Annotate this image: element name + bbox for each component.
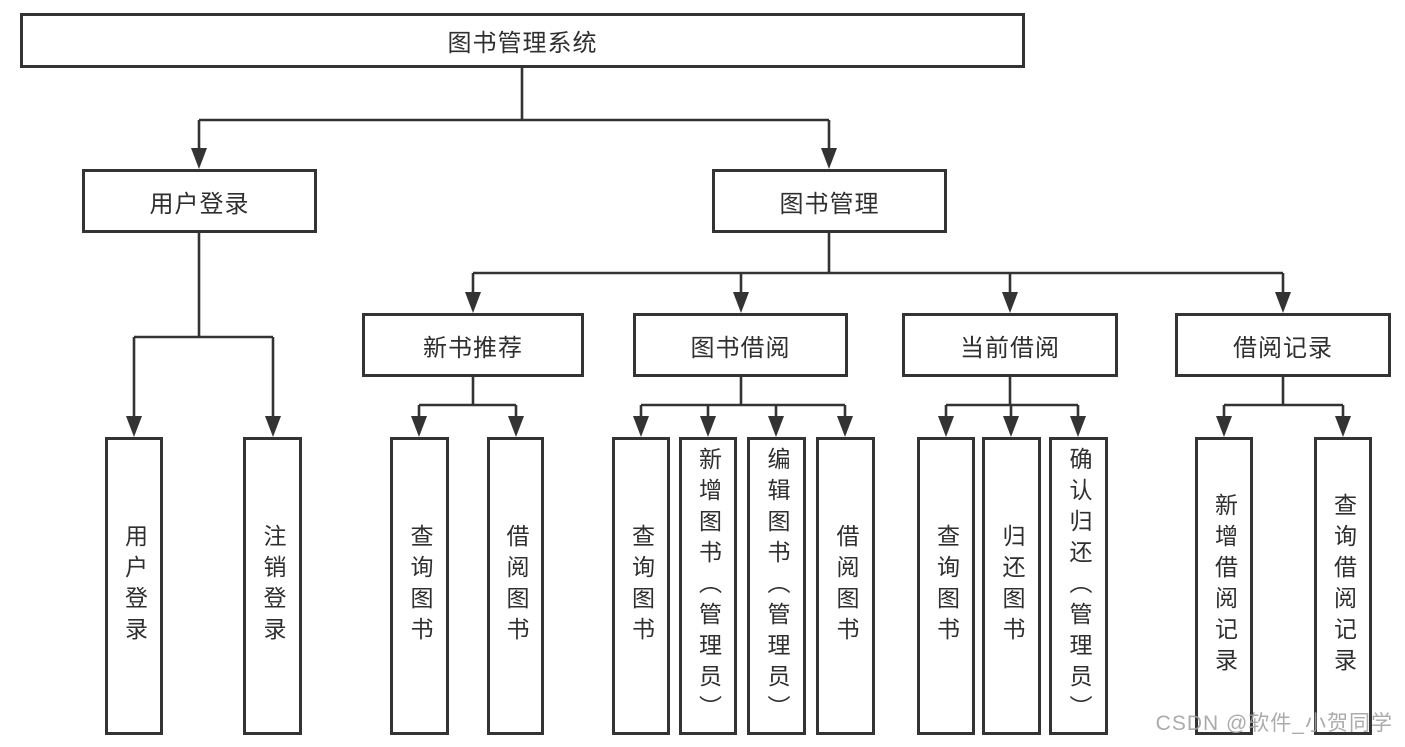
- leaf-user-login-label: 用户登录: [121, 524, 148, 648]
- leaf-recommend-query-books: 查询图书: [390, 437, 449, 735]
- leaf-borrow-query-books: 查询图书: [612, 437, 670, 735]
- node-new-book-recommend: 新书推荐: [362, 313, 584, 377]
- leaf-borrow-edit-books-admin-label: 编辑图书（管理员）: [764, 446, 790, 726]
- node-new-book-recommend-label: 新书推荐: [423, 334, 523, 362]
- node-root-label: 图书管理系统: [447, 30, 598, 57]
- leaf-recommend-borrow-books: 借阅图书: [487, 437, 544, 735]
- leaf-records-query-record-label: 查询借阅记录: [1330, 493, 1357, 679]
- leaf-records-add-record-label: 新增借阅记录: [1211, 493, 1238, 679]
- node-book-borrow: 图书借阅: [633, 313, 848, 377]
- node-current-borrow-label: 当前借阅: [960, 334, 1060, 362]
- leaf-current-confirm-return-admin: 确认归还（管理员）: [1049, 437, 1108, 735]
- leaf-borrow-query-books-label: 查询图书: [628, 524, 655, 648]
- leaf-user-login: 用户登录: [105, 437, 163, 735]
- node-book-management-label: 图书管理: [779, 190, 880, 218]
- leaf-logout: 注销登录: [243, 437, 302, 735]
- leaf-records-query-record: 查询借阅记录: [1314, 437, 1372, 735]
- node-borrow-records-label: 借阅记录: [1233, 334, 1333, 362]
- leaf-current-query-books-label: 查询图书: [933, 524, 960, 648]
- leaf-current-return-books: 归还图书: [982, 437, 1041, 735]
- watermark: CSDN @软件_小贺同学: [1155, 712, 1393, 735]
- leaf-logout-label: 注销登录: [260, 524, 286, 648]
- node-root: 图书管理系统: [20, 13, 1025, 68]
- leaf-borrow-borrow-books: 借阅图书: [816, 437, 875, 735]
- leaf-borrow-edit-books-admin: 编辑图书（管理员）: [747, 437, 806, 735]
- node-book-management: 图书管理: [712, 169, 947, 233]
- node-borrow-records: 借阅记录: [1175, 313, 1391, 377]
- leaf-borrow-add-books-admin: 新增图书（管理员）: [679, 437, 737, 735]
- node-book-borrow-label: 图书借阅: [690, 334, 791, 362]
- leaf-records-add-record: 新增借阅记录: [1195, 437, 1253, 735]
- node-user-login-label: 用户登录: [149, 190, 250, 218]
- node-current-borrow: 当前借阅: [902, 313, 1118, 377]
- leaf-current-confirm-return-admin-label: 确认归还（管理员）: [1066, 446, 1092, 726]
- leaf-recommend-query-books-label: 查询图书: [407, 524, 433, 648]
- leaf-borrow-borrow-books-label: 借阅图书: [833, 524, 859, 648]
- leaf-recommend-borrow-books-label: 借阅图书: [503, 524, 529, 648]
- node-user-login: 用户登录: [82, 169, 317, 233]
- leaf-borrow-add-books-admin-label: 新增图书（管理员）: [695, 446, 722, 726]
- leaf-current-return-books-label: 归还图书: [999, 524, 1025, 648]
- leaf-current-query-books: 查询图书: [917, 437, 975, 735]
